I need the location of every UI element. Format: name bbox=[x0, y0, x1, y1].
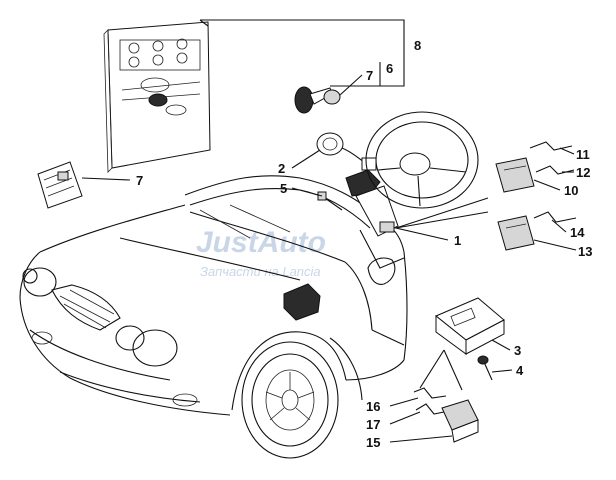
callout-7-bottom: 7 bbox=[136, 173, 143, 188]
terminal-12 bbox=[535, 165, 575, 175]
ignition-ring-antenna bbox=[316, 132, 377, 171]
leader-lines bbox=[81, 19, 577, 443]
callout-13: 13 bbox=[578, 244, 592, 259]
shear-bolt bbox=[317, 191, 343, 211]
terminal-17 bbox=[415, 403, 445, 415]
connector-13 bbox=[497, 215, 535, 251]
callout-5: 5 bbox=[280, 181, 287, 196]
terminal-11 bbox=[529, 141, 573, 151]
steering-wheel bbox=[365, 111, 479, 209]
callout-15: 15 bbox=[366, 435, 380, 450]
ignition-lock-assembly bbox=[345, 169, 399, 237]
callout-8: 8 bbox=[414, 38, 421, 53]
callout-10: 10 bbox=[564, 183, 578, 198]
callout-4: 4 bbox=[516, 363, 524, 378]
connector-10 bbox=[495, 157, 535, 193]
callout-14: 14 bbox=[570, 225, 585, 240]
callout-17: 17 bbox=[366, 417, 380, 432]
callout-7-top: 7 bbox=[366, 68, 373, 83]
callout-2: 2 bbox=[278, 161, 285, 176]
callout-12: 12 bbox=[576, 165, 590, 180]
callout-6: 6 bbox=[386, 61, 393, 76]
terminal-16 bbox=[413, 387, 447, 399]
code-card bbox=[37, 161, 83, 209]
watermark-subtitle: Запчасти на Lancia bbox=[200, 264, 321, 279]
callout-3: 3 bbox=[514, 343, 521, 358]
transponder-tag bbox=[323, 89, 341, 105]
key-code-booklet bbox=[103, 21, 211, 173]
callout-16: 16 bbox=[366, 399, 380, 414]
callout-1: 1 bbox=[454, 233, 461, 248]
module-screw bbox=[477, 355, 493, 381]
connector-15 bbox=[441, 399, 479, 443]
callout-11: 11 bbox=[576, 147, 590, 162]
immobilizer-module bbox=[435, 297, 505, 355]
watermark-logo: JustAuto bbox=[196, 226, 326, 259]
engine-bay-module bbox=[283, 283, 321, 321]
car-body-illustration bbox=[19, 175, 408, 459]
terminal-14 bbox=[533, 211, 577, 223]
